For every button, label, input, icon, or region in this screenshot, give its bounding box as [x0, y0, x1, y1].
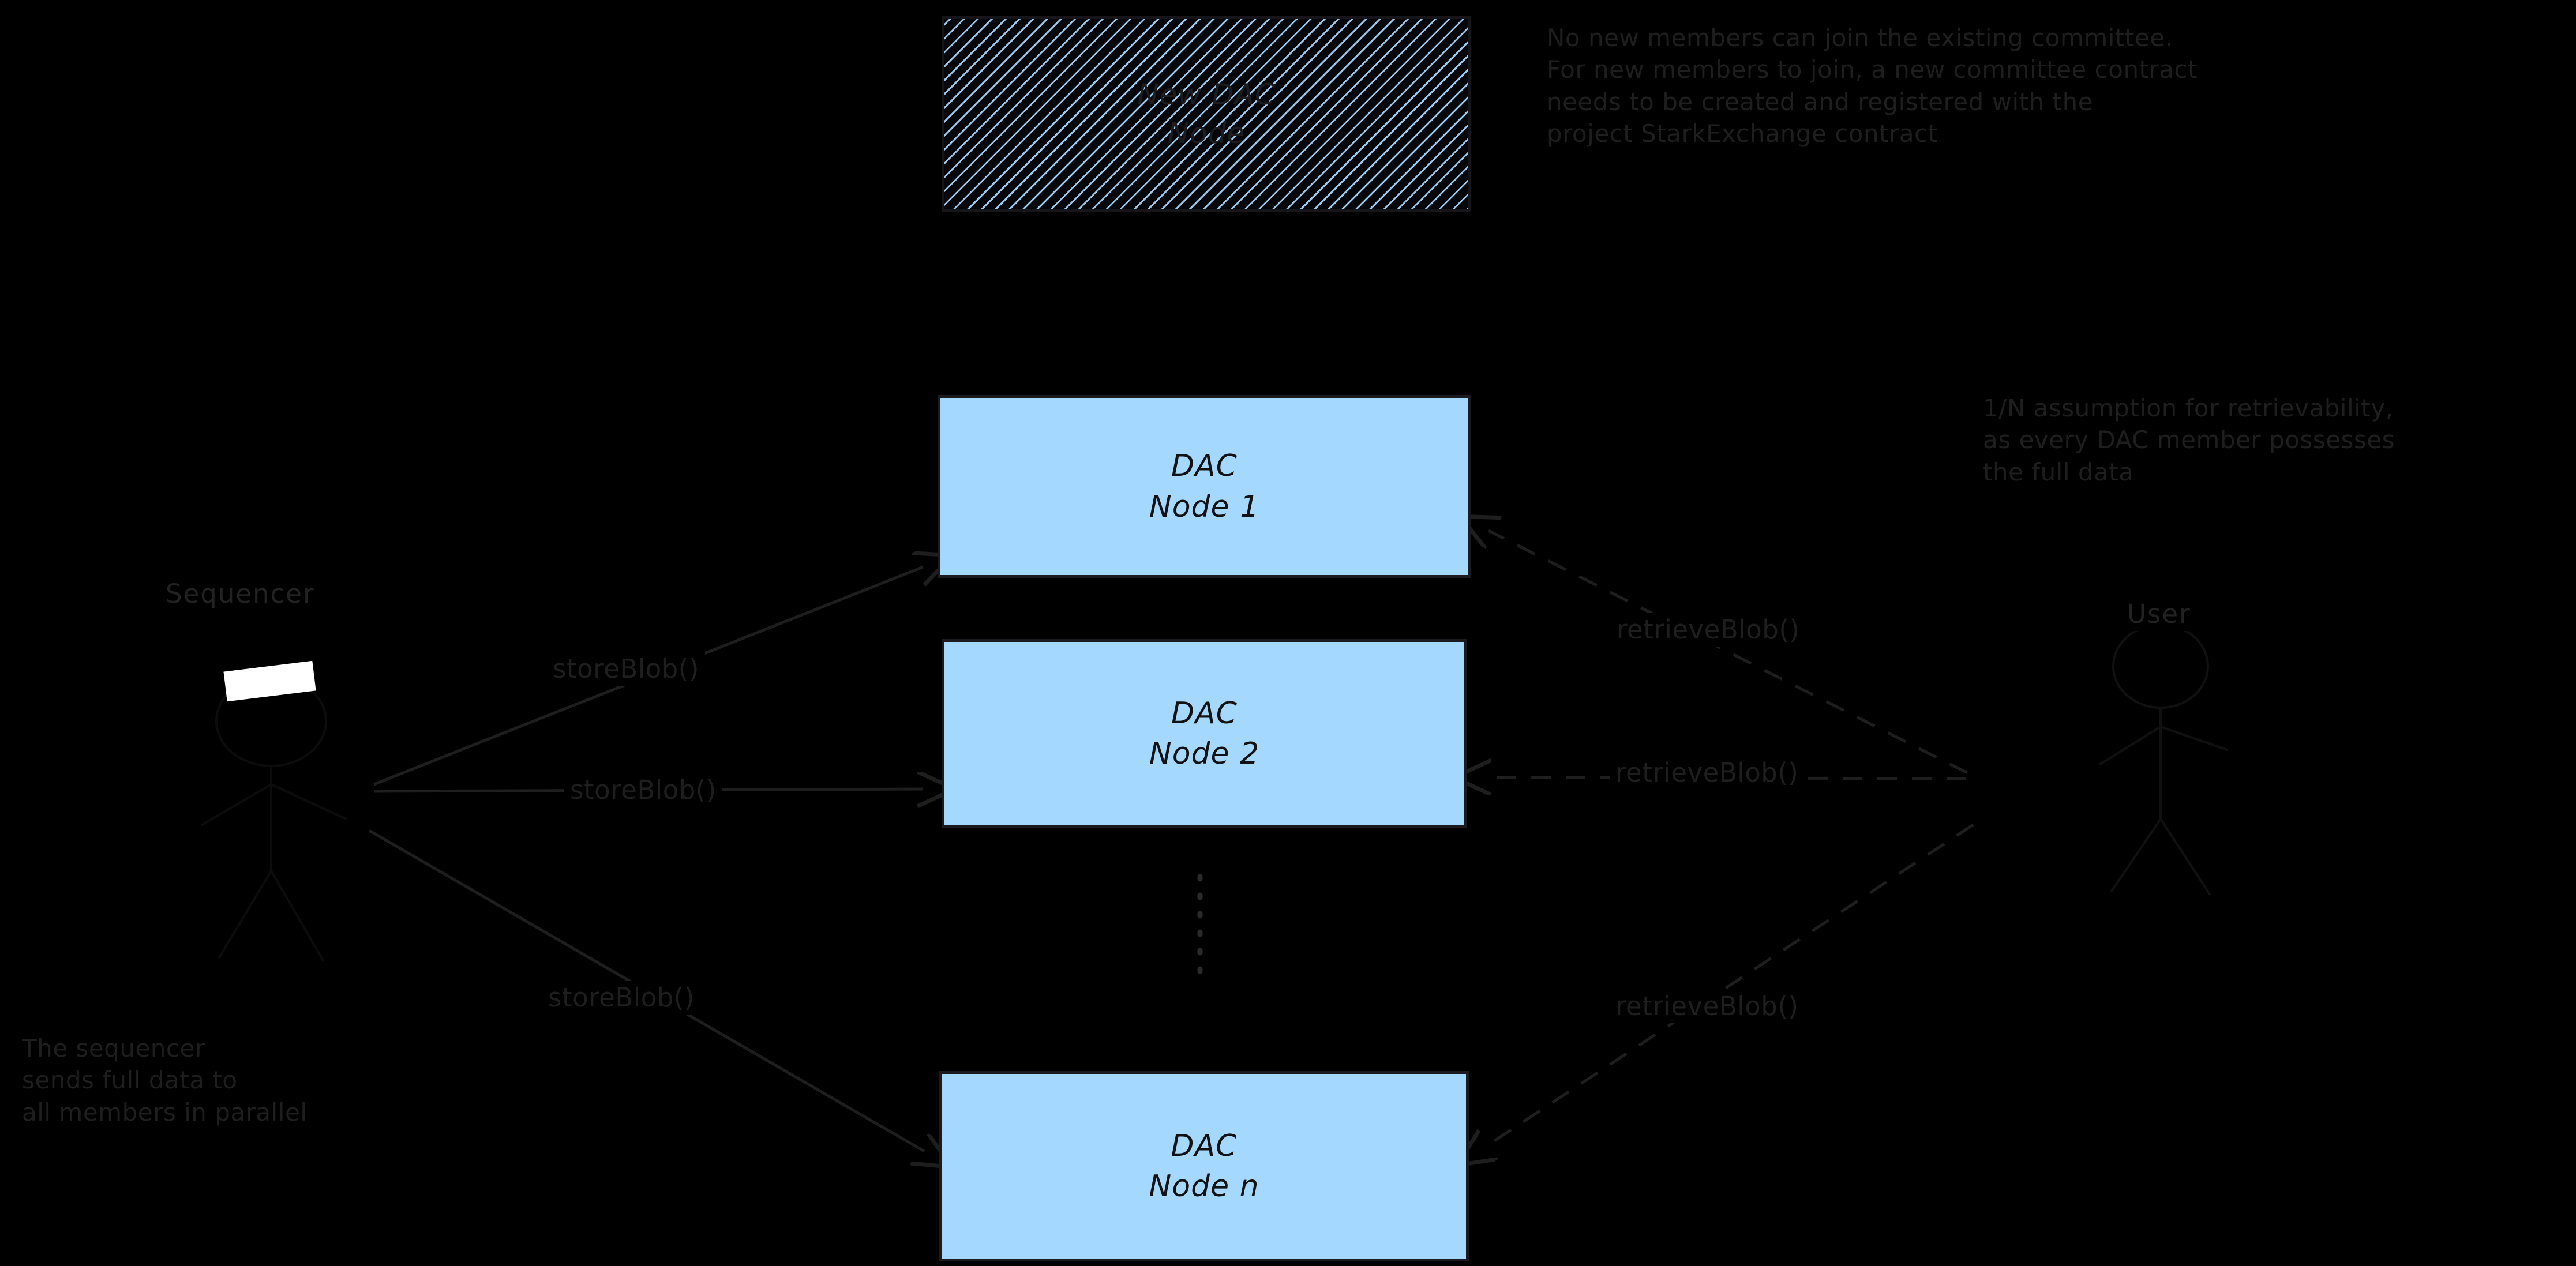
node-dac-n[interactable]: DAC Node n [939, 1071, 1469, 1261]
edge-label-store-blob-n: storeBlob() [542, 981, 700, 1015]
node-new-dac-line2: Node [1167, 117, 1246, 150]
note-retrievability-assumption: 1/N assumption for retrievability, as ev… [1983, 394, 2395, 486]
node-dac-1-line1: DAC [1171, 449, 1238, 484]
node-dac-2-line1: DAC [1171, 696, 1238, 731]
edge-label-retrieve-blob-2: retrieveBlob() [1610, 756, 1805, 790]
note-committee-contract: No new members can join the existing com… [1547, 24, 2198, 148]
edge-label-store-blob-2: storeBlob() [564, 773, 722, 807]
arrow-retrieve-blob-noden [1484, 823, 1974, 1148]
node-dac-2-line2: Node 2 [1149, 737, 1260, 771]
node-dac-1-line2: Node 1 [1149, 489, 1260, 524]
node-dac-n-line2: Node n [1149, 1169, 1259, 1204]
laptop-screen-icon [223, 660, 316, 702]
node-dac-2[interactable]: DAC Node 2 [942, 639, 1467, 828]
node-new-dac-line1: New DAC [1137, 77, 1276, 111]
user-avatar [2100, 640, 2250, 929]
note-sequencer-parallel: The sequencer sends full data to all mem… [22, 1034, 308, 1126]
arrow-retrieve-blob-node1 [1488, 531, 1968, 775]
sequencer-avatar [190, 634, 340, 923]
node-dac-1[interactable]: DAC Node 1 [938, 395, 1471, 578]
edge-label-retrieve-blob-n: retrieveBlob() [1610, 989, 1805, 1024]
node-dac-n-line1: DAC [1171, 1128, 1238, 1163]
user-label: User [2121, 597, 2197, 632]
sequencer-label: Sequencer [160, 577, 321, 611]
node-new-dac[interactable]: New DAC Node [942, 16, 1471, 212]
edge-label-store-blob-1: storeBlob() [547, 652, 705, 686]
edge-label-retrieve-blob-1: retrieveBlob() [1611, 613, 1806, 647]
